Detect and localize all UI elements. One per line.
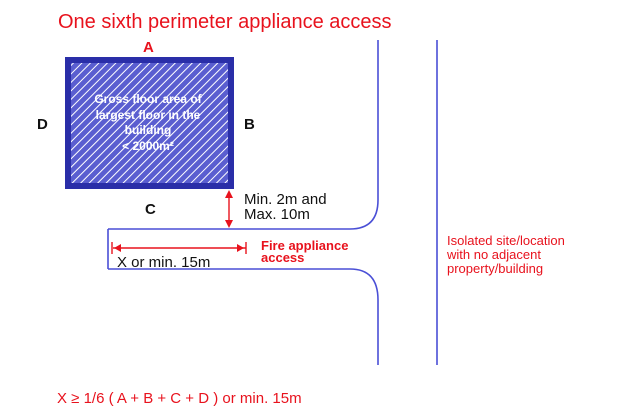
fire-access-label-line-1: Fire appliance — [261, 238, 348, 253]
area-label-line-4: < 2000m² — [122, 139, 174, 153]
road-outline — [107, 40, 438, 365]
side-label-a: A — [143, 39, 154, 56]
site-label-line-3: property/building — [447, 261, 543, 276]
fire-access-label-line-2: access — [261, 250, 304, 265]
diagram-title: One sixth perimeter appliance access — [58, 11, 392, 33]
building-area-label: Gross floor area of largest floor in the… — [94, 92, 202, 153]
distance-dimension — [225, 190, 233, 228]
building-hatch — [71, 63, 228, 183]
access-length-arrow-head-left — [114, 244, 121, 252]
access-length-label: X or min. 15m — [117, 254, 210, 271]
distance-label-line-2: Max. 10m — [244, 206, 310, 223]
road-lower-edge — [108, 268, 379, 365]
distance-label-line-1: Min. 2m and — [244, 191, 327, 208]
side-label-c: C — [145, 201, 156, 218]
access-formula: X ≥ 1/6 ( A + B + C + D ) or min. 15m — [57, 390, 302, 407]
access-length-dimension — [111, 242, 247, 254]
side-label-d: D — [37, 116, 48, 133]
road-upper-edge — [108, 40, 379, 230]
site-label-line-2: with no adjacent — [446, 247, 541, 262]
distance-arrow-head-bottom — [225, 220, 233, 228]
area-label-line-3: building — [125, 123, 172, 137]
building — [65, 57, 234, 189]
distance-arrow-head-top — [225, 190, 233, 198]
side-label-b: B — [244, 116, 255, 133]
site-label-line-1: Isolated site/location — [447, 233, 565, 248]
area-label-line-2: largest floor in the — [96, 108, 201, 122]
access-length-arrow-head-right — [237, 244, 244, 252]
area-label-line-1: Gross floor area of — [94, 92, 202, 106]
